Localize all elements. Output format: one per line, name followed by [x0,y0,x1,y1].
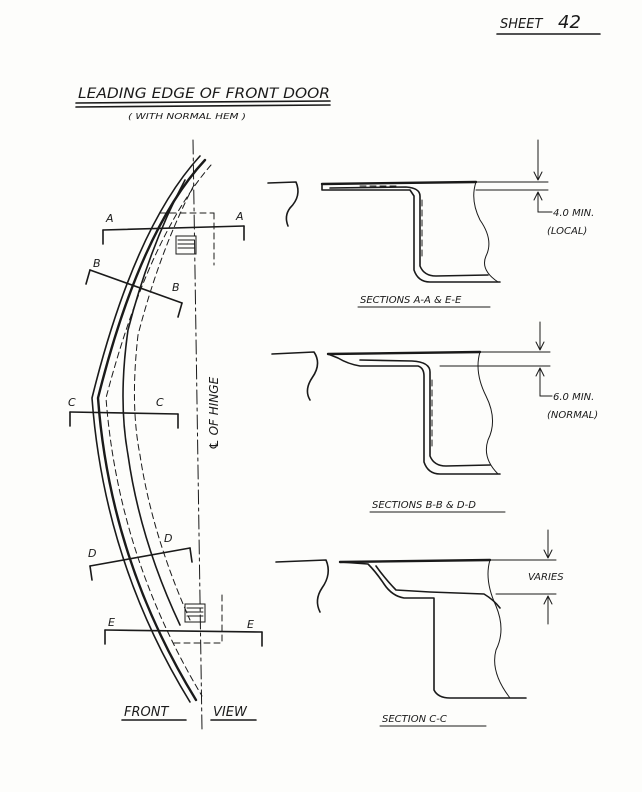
lower-hinge-block [184,603,206,623]
section-1-dim-arrow-bottom [533,191,543,213]
section-mark-e-right: E [247,618,254,631]
door-inner-line [122,179,186,626]
cut-line-b [89,269,183,304]
section-2-outer-panel [326,350,482,356]
door-outer-hem [91,155,201,703]
section-mark-c-right: C [156,396,164,409]
section-mark-e-left: E [108,616,115,629]
section-3-hem [375,565,501,609]
sheet-label: SHEET [500,17,543,32]
front-view-label-left: FRONT [124,705,169,720]
lower-hinge-hatch [186,607,204,617]
hinge-centerline-label: ℄ OF HINGE [207,376,221,450]
section-2-edge-sketch [271,351,319,401]
front-view-label-right: VIEW [213,705,248,720]
section-1-inner-panel [321,183,501,283]
front-view: ℄ OF HINGE A A B B C C D D [68,139,263,731]
door-hem-hidden-line [105,164,212,697]
section-3-inner-panel [339,561,527,699]
hinge-centerline [192,139,203,731]
section-2-dim-arrow-top [535,321,545,351]
section-1-break-line [473,181,499,283]
section-2-note: (NORMAL) [547,410,598,421]
section-3-caption: SECTION C-C [382,714,447,725]
sheet-number: 42 [558,12,581,33]
section-2-dim-arrow-bottom [535,367,545,397]
section-1-dim-arrow-top [533,139,543,181]
cut-line-a [102,225,245,231]
door-inner-hidden-line [133,184,195,621]
section-3-break-line [487,559,511,699]
section-mark-c-left: C [68,396,76,409]
section-1-caption: SECTIONS A-A & E-E [360,295,462,306]
section-2-dimension: 6.0 MIN. [553,392,594,403]
section-2-hem [359,359,491,467]
section-1-edge-sketch [267,181,299,227]
section-mark-d-right: D [164,532,172,545]
section-3-dim-arrow-bottom [543,595,553,625]
section-1-hem [329,186,489,277]
section-mark-a-left: A [105,212,114,225]
section-mark-d-left: D [88,547,96,560]
title-underline-1 [75,100,331,104]
section-2-break-line [477,351,499,475]
door-outer-edge [96,158,207,702]
upper-hinge-block [175,235,197,255]
section-3-outer-panel [338,558,492,564]
title-underline-2 [75,104,331,108]
section-mark-b-right: B [172,281,180,294]
section-mark-b-left: B [93,257,101,270]
section-1-note: (LOCAL) [547,226,587,237]
upper-hinge-hatch [177,239,195,249]
drawing-subtitle: ( WITH NORMAL HEM ) [128,112,246,121]
section-cc: VARIES SECTION C-C [275,529,564,727]
section-3-dim-arrow-top [543,529,553,559]
cut-line-e [104,629,263,633]
section-aa-ee: 4.0 MIN. (LOCAL) SECTIONS A-A & E-E [267,139,594,308]
section-2-inner-panel [327,353,501,475]
cut-line-d [89,547,191,567]
section-1-dimension: 4.0 MIN. [553,208,594,219]
section-3-edge-sketch [275,559,330,613]
section-bb-dd: 6.0 MIN. (NORMAL) SECTIONS B-B & D-D [271,321,598,513]
section-2-caption: SECTIONS B-B & D-D [372,500,476,511]
cut-line-c [69,411,179,415]
drawing-title: LEADING EDGE OF FRONT DOOR [78,86,330,102]
section-3-dimension: VARIES [528,572,564,583]
section-mark-a-right: A [235,210,244,223]
section-1-outer-panel [320,180,478,186]
